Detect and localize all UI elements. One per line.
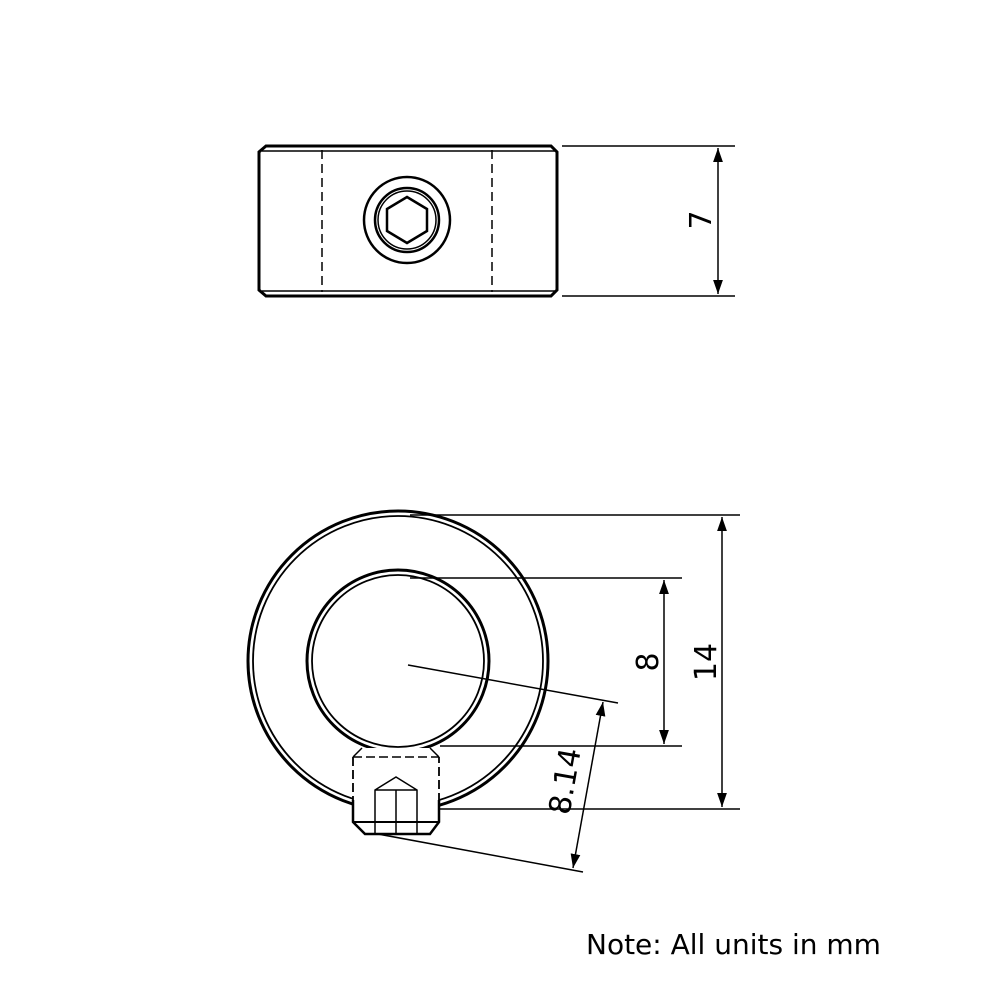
dimension-height-label: 7 xyxy=(684,210,719,229)
screw-counterbore xyxy=(362,175,452,265)
hex-socket-icon xyxy=(374,776,418,822)
front-view xyxy=(246,509,550,836)
dimension-screw-depth-label: 8.14 xyxy=(543,745,589,817)
units-note: Note: All units in mm xyxy=(586,928,881,961)
dimension-inner-diameter-label: 8 xyxy=(631,652,666,671)
dimension-outer-diameter-label: 14 xyxy=(689,643,724,681)
top-view xyxy=(257,144,559,298)
set-screw xyxy=(351,747,441,836)
dimension-lines-front xyxy=(377,514,740,873)
dimension-7 xyxy=(562,145,735,297)
hex-socket-icon xyxy=(385,195,429,245)
